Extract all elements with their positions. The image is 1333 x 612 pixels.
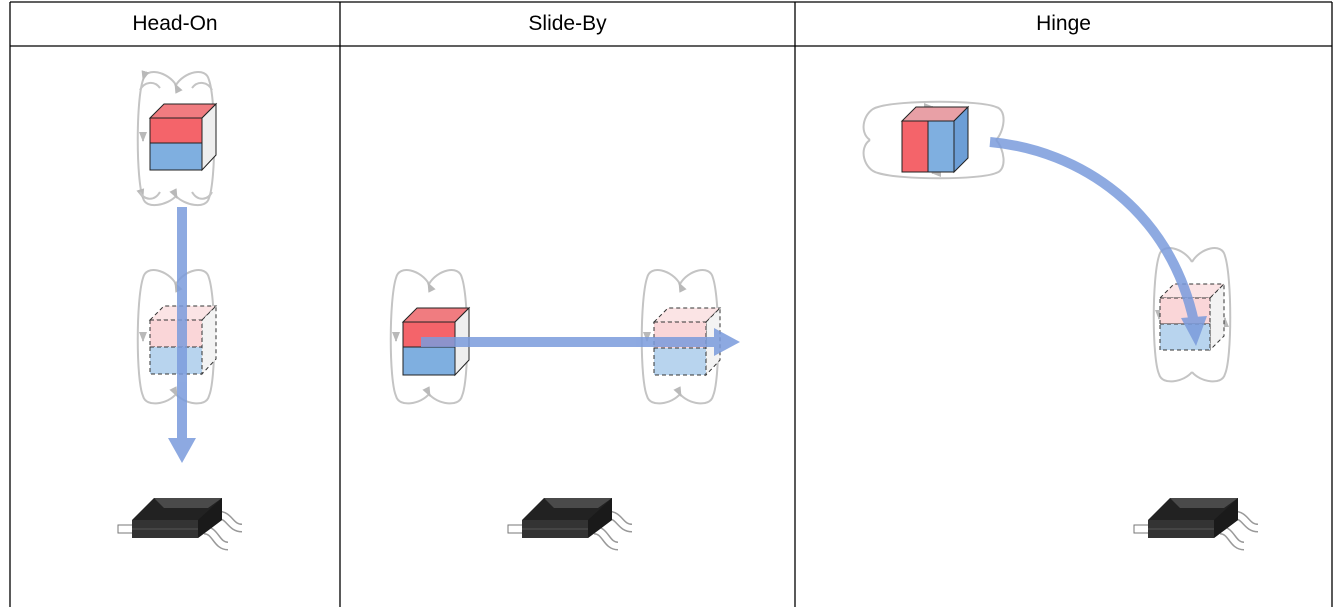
column-header-hinge: Hinge xyxy=(1036,12,1091,35)
hall-sensor-chip-icon xyxy=(1133,498,1259,551)
motion-arrow-icon xyxy=(421,328,740,356)
magnet-ghost-icon xyxy=(1158,282,1226,352)
table-grid xyxy=(9,1,1333,607)
column-header-slide-by: Slide-By xyxy=(528,12,607,35)
motion-arrow-icon xyxy=(168,207,196,463)
hall-sensor-chip-icon xyxy=(507,498,633,551)
motion-arrow-icon xyxy=(989,137,1207,346)
magnet-ghost-icon xyxy=(148,304,218,376)
magnet-cube-icon xyxy=(148,102,218,172)
field-lines-icon xyxy=(1152,247,1232,383)
head-on-panel xyxy=(117,70,243,551)
column-header-head-on: Head-On xyxy=(132,12,218,35)
hall-sensor-chip-icon xyxy=(117,498,243,551)
hinge-panel xyxy=(862,100,1259,551)
magnet-cube-icon xyxy=(900,105,970,174)
slide-by-panel xyxy=(389,269,740,551)
